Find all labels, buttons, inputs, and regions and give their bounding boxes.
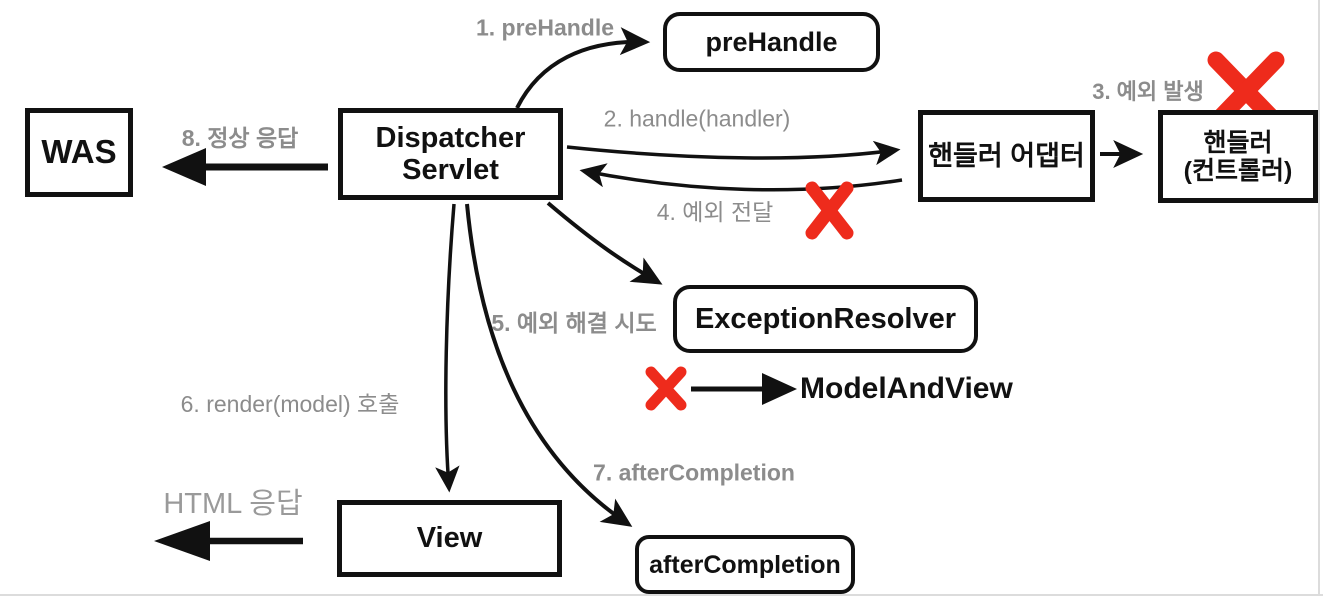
prehandle-label: preHandle — [705, 26, 838, 57]
aftercompletion-label: afterCompletion — [649, 550, 841, 579]
arrow-step7-to-aftercompletion — [465, 203, 633, 527]
arrow-html-response — [154, 521, 303, 561]
handler-adapter-node: 핸들러 어댑터 — [918, 110, 1095, 202]
bottom-edge-line — [0, 594, 1323, 596]
step1-label: 1. preHandle — [475, 14, 615, 41]
dispatcher-label-line2: Servlet — [402, 154, 499, 186]
arrow-step2-to-handler-adapter — [566, 140, 901, 166]
step6-label: 6. render(model) 호출 — [180, 391, 400, 417]
step5-label: 5. 예외 해결 시도 — [491, 310, 657, 336]
right-edge-line — [1318, 0, 1320, 596]
step7-label: 7. afterCompletion — [593, 459, 795, 486]
step3-label: 3. 예외 발생 — [1092, 79, 1204, 104]
exception-resolver-node: ExceptionResolver — [673, 285, 978, 353]
arrow-step8-to-was — [162, 148, 328, 186]
step2-label: 2. handle(handler) — [603, 105, 791, 132]
was-node: WAS — [25, 108, 133, 197]
error-x-icon-step4 — [805, 181, 854, 240]
was-label: WAS — [41, 133, 117, 171]
dispatcher-label-line1: Dispatcher — [375, 121, 526, 154]
step8-label: 8. 정상 응답 — [181, 125, 299, 151]
prehandle-node: preHandle — [663, 12, 880, 72]
arrow-to-modelandview — [691, 373, 797, 405]
arrow-step6-to-view — [435, 203, 460, 493]
arrow-step5-to-exception-resolver — [546, 201, 663, 285]
step4-label: 4. 예외 전달 — [656, 199, 774, 225]
view-label: View — [416, 522, 483, 555]
handler-adapter-label: 핸들러 어댑터 — [928, 140, 1085, 171]
exception-resolver-label: ExceptionResolver — [694, 302, 957, 335]
arrow-step4-return-to-dispatcher — [579, 163, 903, 192]
handler-label-line1: 핸들러 — [1203, 128, 1273, 157]
arrow-step1-to-prehandle — [515, 27, 651, 109]
handler-controller-node: 핸들러 (컨트롤러) — [1158, 110, 1318, 203]
aftercompletion-node: afterCompletion — [635, 535, 855, 594]
handler-label-line2: (컨트롤러) — [1183, 156, 1293, 185]
error-x-icon-modelandview — [645, 366, 687, 411]
modelandview-text: ModelAndView — [800, 372, 1013, 405]
html-response-label: HTML 응답 — [163, 488, 303, 520]
view-node: View — [337, 500, 562, 577]
dispatcher-servlet-node: Dispatcher Servlet — [338, 108, 563, 200]
